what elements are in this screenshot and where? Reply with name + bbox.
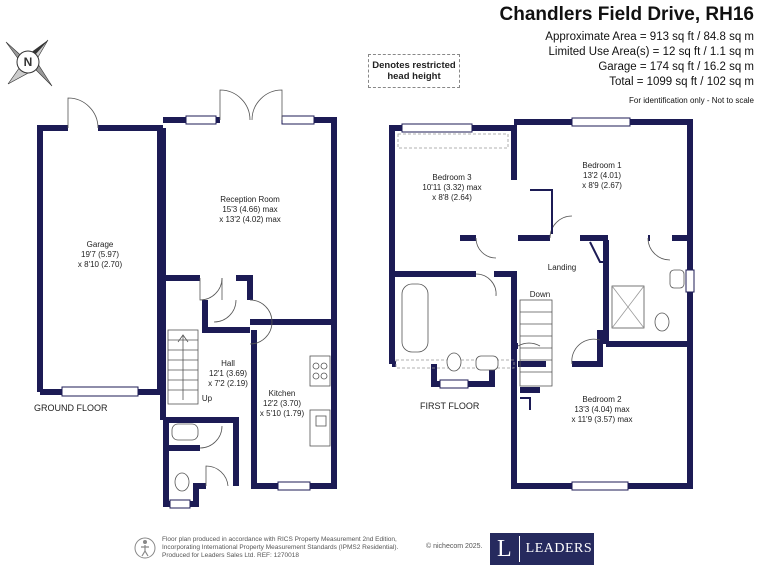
sink-icon [309,409,331,447]
svg-text:x 8'9 (2.67): x 8'9 (2.67) [582,181,622,190]
first-floor-walls [389,119,693,489]
area-limited-use: Limited Use Area(s) = 12 sq ft / 1.1 sq … [548,46,755,58]
svg-text:Garage: Garage [87,240,114,249]
hall-label: Hall 12'1 (3.69) x 7'2 (2.19) [208,359,248,388]
svg-text:Reception Room: Reception Room [220,195,280,204]
first-floor-label: FIRST FLOOR [420,401,480,411]
kitchen-label: Kitchen 12'2 (3.70) x 5'10 (1.79) [260,389,305,418]
area-summary: Approximate Area = 913 sq ft / 84.8 sq m… [545,30,754,108]
svg-text:19'7 (5.97): 19'7 (5.97) [81,250,119,259]
svg-text:12'1 (3.69): 12'1 (3.69) [209,369,247,378]
bedroom-2-label: Bedroom 2 13'3 (4.04) max x 11'9 (3.57) … [572,395,633,424]
restricted-line-2: head height [387,71,441,82]
svg-text:15'3 (4.66) max: 15'3 (4.66) max [222,205,277,214]
svg-text:Bedroom 3: Bedroom 3 [432,173,472,182]
toilet-icon [446,352,462,372]
stairs-down-label: Down [530,290,550,299]
door-swings [67,89,671,487]
basin-icon [475,355,499,371]
compass-icon: N [5,39,53,87]
landing-label: Landing [548,263,576,272]
hall-walls [163,300,250,507]
svg-text:Hall: Hall [221,359,235,368]
svg-text:Landing: Landing [548,263,576,272]
toilet-icon [174,472,190,492]
bedroom-3-label: Bedroom 3 10'11 (3.32) max x 8'8 (2.64) [422,173,481,202]
garage-label: Garage 19'7 (5.97) x 8'10 (2.70) [78,240,123,269]
sink-bowl-icon [315,415,327,427]
reception-room-label: Reception Room 15'3 (4.66) max x 13'2 (4… [219,195,281,224]
accessibility-icon [134,537,156,559]
svg-text:x 8'10 (2.70): x 8'10 (2.70) [78,260,123,269]
hob-ring-icon [312,372,320,380]
hob-ring-icon [312,362,320,370]
svg-text:x 8'8 (2.64): x 8'8 (2.64) [432,193,472,202]
svg-text:Bedroom 1: Bedroom 1 [582,161,622,170]
svg-text:x 5'10 (1.79): x 5'10 (1.79) [260,409,305,418]
footer-line-1: Floor plan produced in accordance with R… [162,536,397,543]
hob-ring-icon [320,362,328,370]
toilet-icon [654,312,670,332]
svg-text:Bedroom 2: Bedroom 2 [582,395,622,404]
restricted-line-1: Denotes restricted [372,60,456,71]
area-approx: Approximate Area = 913 sq ft / 84.8 sq m [545,31,754,43]
bath-icon [401,283,429,353]
basin-icon [669,269,685,289]
restricted-head-height-key: Denotes restricted head height [368,54,460,88]
first-stairs [519,299,553,387]
windows [61,115,695,509]
svg-text:x 13'2 (4.02) max: x 13'2 (4.02) max [219,215,281,224]
stairs-up-label: Up [202,394,213,403]
hob-icon [309,355,331,387]
area-total: Total = 1099 sq ft / 102 sq m [609,76,754,88]
fixtures [171,269,685,492]
hob-ring-icon [320,372,328,380]
logo-text: LEADERS [525,541,593,556]
basin-icon [171,423,199,441]
kitchen-walls [250,319,337,489]
svg-text:x 7'2 (2.19): x 7'2 (2.19) [208,379,248,388]
copyright: © nichecom 2025. [426,543,483,550]
svg-text:12'2 (3.70): 12'2 (3.70) [263,399,301,408]
svg-text:10'11 (3.32) max: 10'11 (3.32) max [422,183,481,192]
identification-note: For identification only - Not to scale [629,96,754,105]
footer-line-3: Produced for Leaders Sales Ltd. REF: 127… [162,552,299,559]
footer-disclaimer: Floor plan produced in accordance with R… [162,536,462,560]
bedroom-1-label: Bedroom 1 13'2 (4.01) x 8'9 (2.67) [582,161,622,190]
ground-floor-label: GROUND FLOOR [34,403,108,413]
reception-walls [160,117,337,420]
property-title: Chandlers Field Drive, RH16 [499,4,754,25]
ground-stairs [167,329,199,405]
svg-text:x 11'9 (3.57) max: x 11'9 (3.57) max [572,415,633,424]
compass-letter: N [24,55,33,69]
svg-text:13'3 (4.04) max: 13'3 (4.04) max [574,405,629,414]
svg-text:13'2 (4.01): 13'2 (4.01) [583,171,621,180]
svg-text:Kitchen: Kitchen [269,389,296,398]
logo-letter: L [490,536,520,562]
leaders-logo: L LEADERS [490,533,594,565]
cupboards [520,189,606,410]
area-garage: Garage = 174 sq ft / 16.2 sq m [598,61,754,73]
footer-line-2: Incorporating International Property Mea… [162,544,399,551]
